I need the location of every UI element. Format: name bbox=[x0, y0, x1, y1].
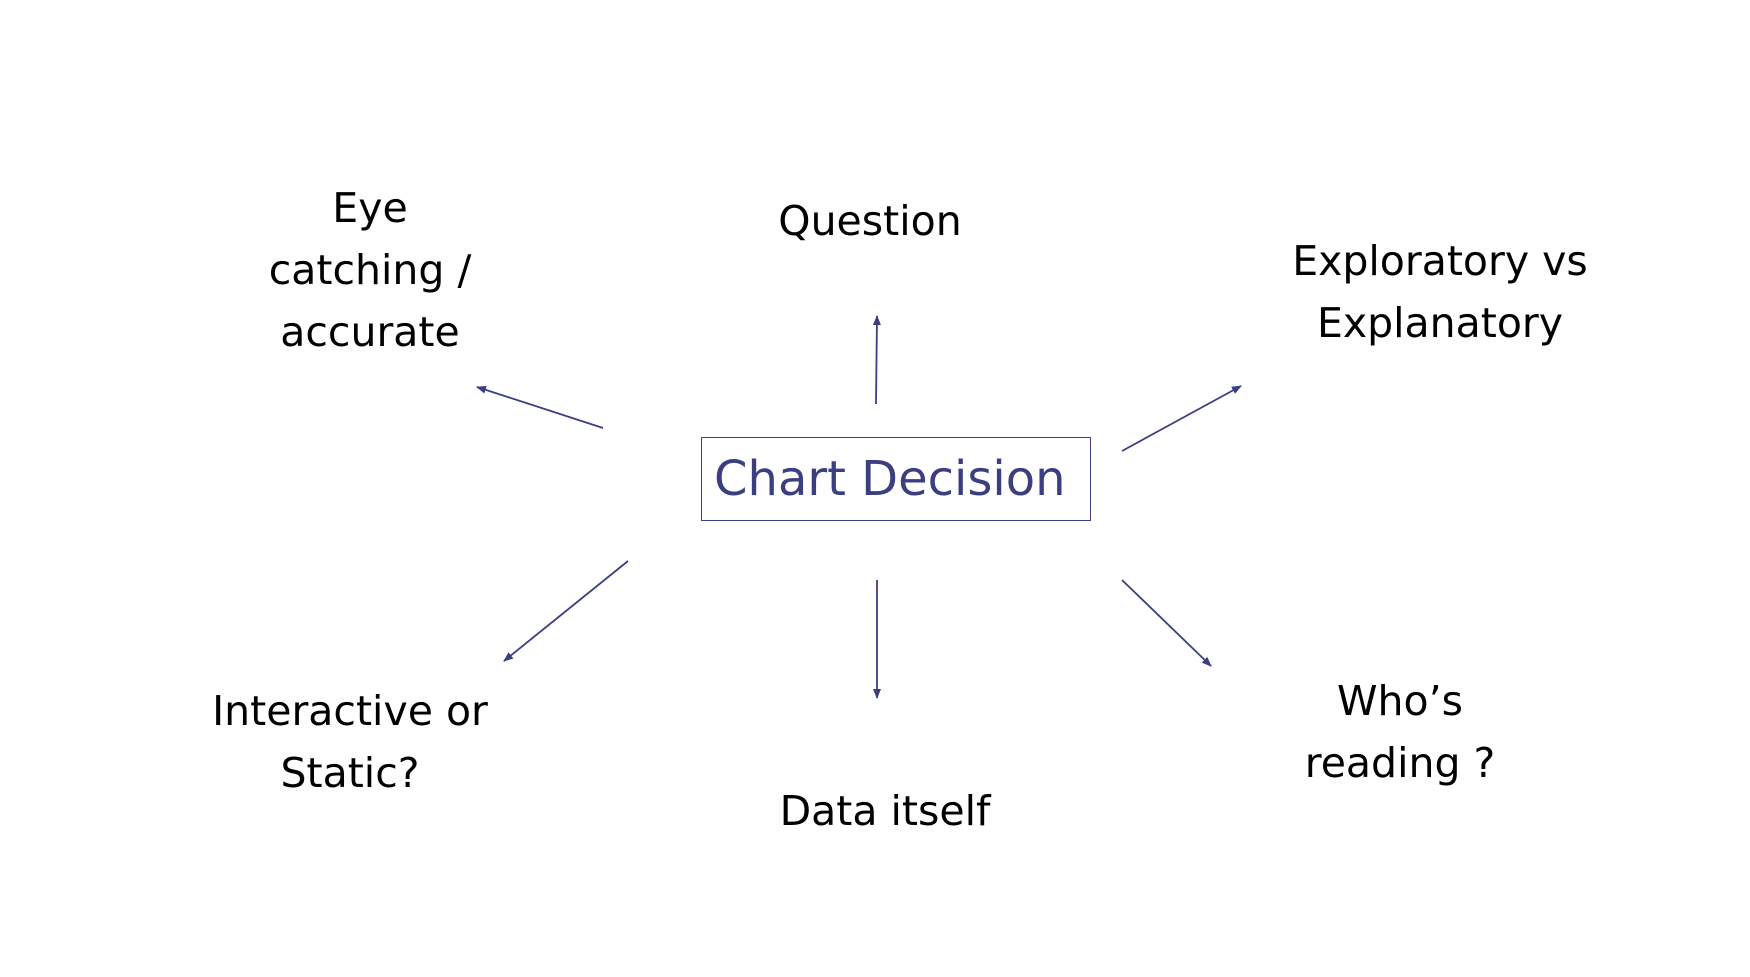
node-whos-reading: Who’s reading ? bbox=[1304, 677, 1496, 787]
node-data-itself: Data itself bbox=[779, 787, 991, 835]
node-question: Question bbox=[778, 197, 962, 245]
arrow-to-exploratory bbox=[1121, 385, 1242, 452]
arrow-to-whos-reading bbox=[1121, 579, 1212, 667]
node-eye-catching: Eye catching / accurate bbox=[268, 184, 472, 356]
arrow-to-eye-catching bbox=[476, 385, 604, 429]
chart-decision-label: Chart Decision bbox=[714, 451, 1066, 507]
node-exploratory: Exploratory vs Explanatory bbox=[1292, 237, 1588, 347]
node-interactive: Interactive or Static? bbox=[212, 687, 488, 797]
arrow-to-interactive bbox=[503, 560, 629, 662]
arrow-to-question bbox=[872, 315, 881, 405]
chart-decision-box: Chart Decision bbox=[701, 437, 1091, 521]
